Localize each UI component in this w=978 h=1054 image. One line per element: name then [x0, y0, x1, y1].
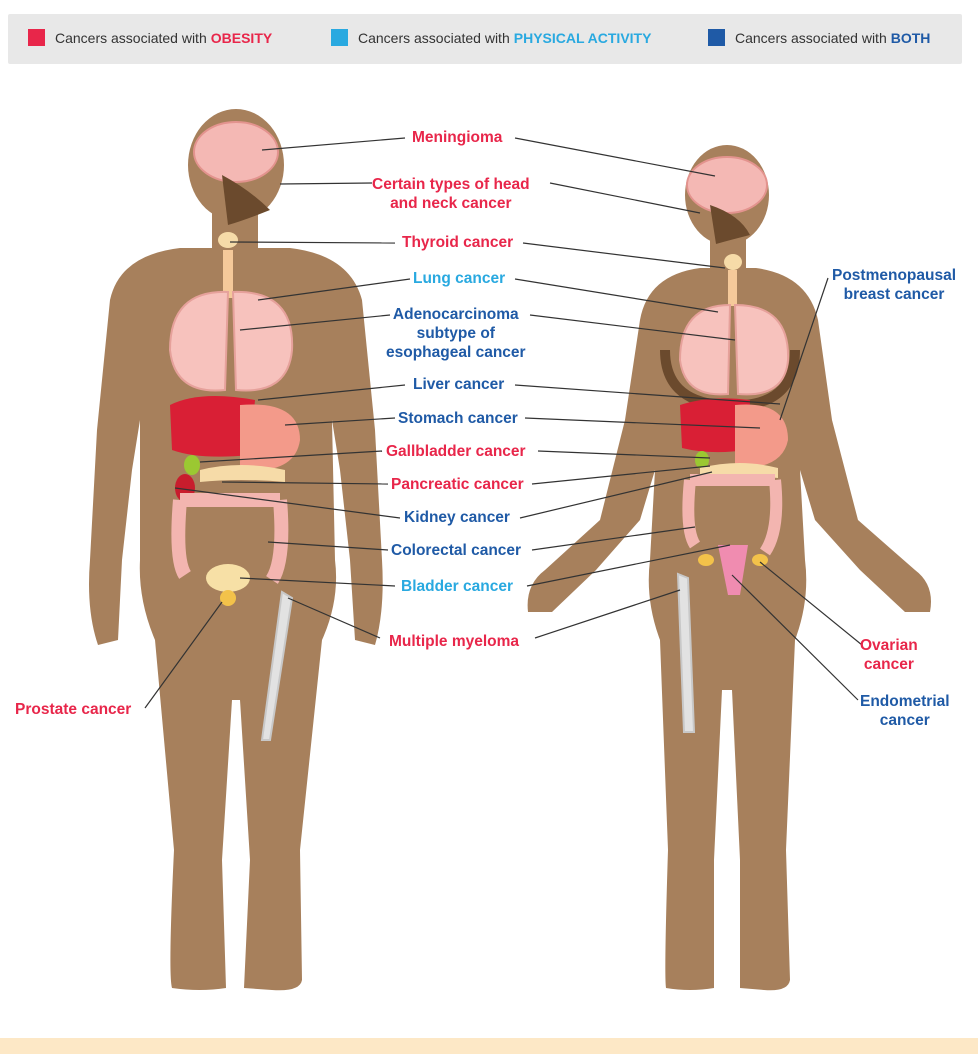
label-endometrial-cancer: Endometrial cancer — [860, 692, 950, 730]
bottom-strip — [0, 1038, 978, 1054]
legend-both-text: Cancers associated with — [735, 30, 887, 46]
label-bladder-cancer: Bladder cancer — [401, 577, 513, 596]
legend-obesity-keyword: OBESITY — [211, 30, 272, 46]
label-head-neck-cancer: Certain types of head and neck cancer — [372, 175, 530, 213]
legend-both-keyword: BOTH — [891, 30, 931, 46]
legend-obesity-text: Cancers associated with — [55, 30, 207, 46]
label-endometrial-line-2: cancer — [860, 711, 950, 730]
female-organs — [665, 157, 795, 732]
legend-item-obesity: Cancers associated with OBESITY — [28, 29, 272, 46]
legend-item-both: Cancers associated with BOTH — [708, 29, 930, 46]
label-adeno-line-2: subtype of — [386, 324, 526, 343]
obesity-swatch — [28, 29, 45, 46]
label-liver-cancer: Liver cancer — [413, 375, 504, 394]
label-endometrial-line-1: Endometrial — [860, 692, 950, 711]
legend-item-physical-activity: Cancers associated with PHYSICAL ACTIVIT… — [331, 29, 651, 46]
label-kidney-cancer: Kidney cancer — [404, 508, 510, 527]
legend-activity-text: Cancers associated with — [358, 30, 510, 46]
male-organs — [170, 122, 300, 740]
label-thyroid-cancer: Thyroid cancer — [402, 233, 513, 252]
label-head-neck-line-2: and neck cancer — [372, 194, 530, 213]
both-swatch — [708, 29, 725, 46]
physical-activity-swatch — [331, 29, 348, 46]
label-stomach-cancer: Stomach cancer — [398, 409, 518, 428]
label-meningioma: Meningioma — [412, 128, 502, 147]
label-ovarian-line-2: cancer — [860, 655, 918, 674]
label-head-neck-line-1: Certain types of head — [372, 175, 530, 194]
male-body — [89, 109, 383, 990]
label-multiple-myeloma: Multiple myeloma — [389, 632, 519, 651]
legend-activity-keyword: PHYSICAL ACTIVITY — [514, 30, 652, 46]
label-adeno-line-3: esophageal cancer — [386, 343, 526, 362]
label-pancreatic-cancer: Pancreatic cancer — [391, 475, 524, 494]
label-gallbladder-cancer: Gallbladder cancer — [386, 442, 526, 461]
label-ovarian-line-1: Ovarian — [860, 636, 918, 655]
label-prostate-cancer: Prostate cancer — [15, 700, 131, 719]
label-breast-cancer: Postmenopausal breast cancer — [832, 266, 956, 304]
label-breast-line-1: Postmenopausal — [832, 266, 956, 285]
label-colorectal-cancer: Colorectal cancer — [391, 541, 521, 560]
label-breast-line-2: breast cancer — [832, 285, 956, 304]
label-lung-cancer: Lung cancer — [413, 269, 505, 288]
label-adenocarcinoma: Adenocarcinoma subtype of esophageal can… — [386, 305, 526, 362]
label-ovarian-cancer: Ovarian cancer — [860, 636, 918, 674]
legend: Cancers associated with OBESITY Cancers … — [8, 14, 962, 64]
label-adeno-line-1: Adenocarcinoma — [386, 305, 526, 324]
